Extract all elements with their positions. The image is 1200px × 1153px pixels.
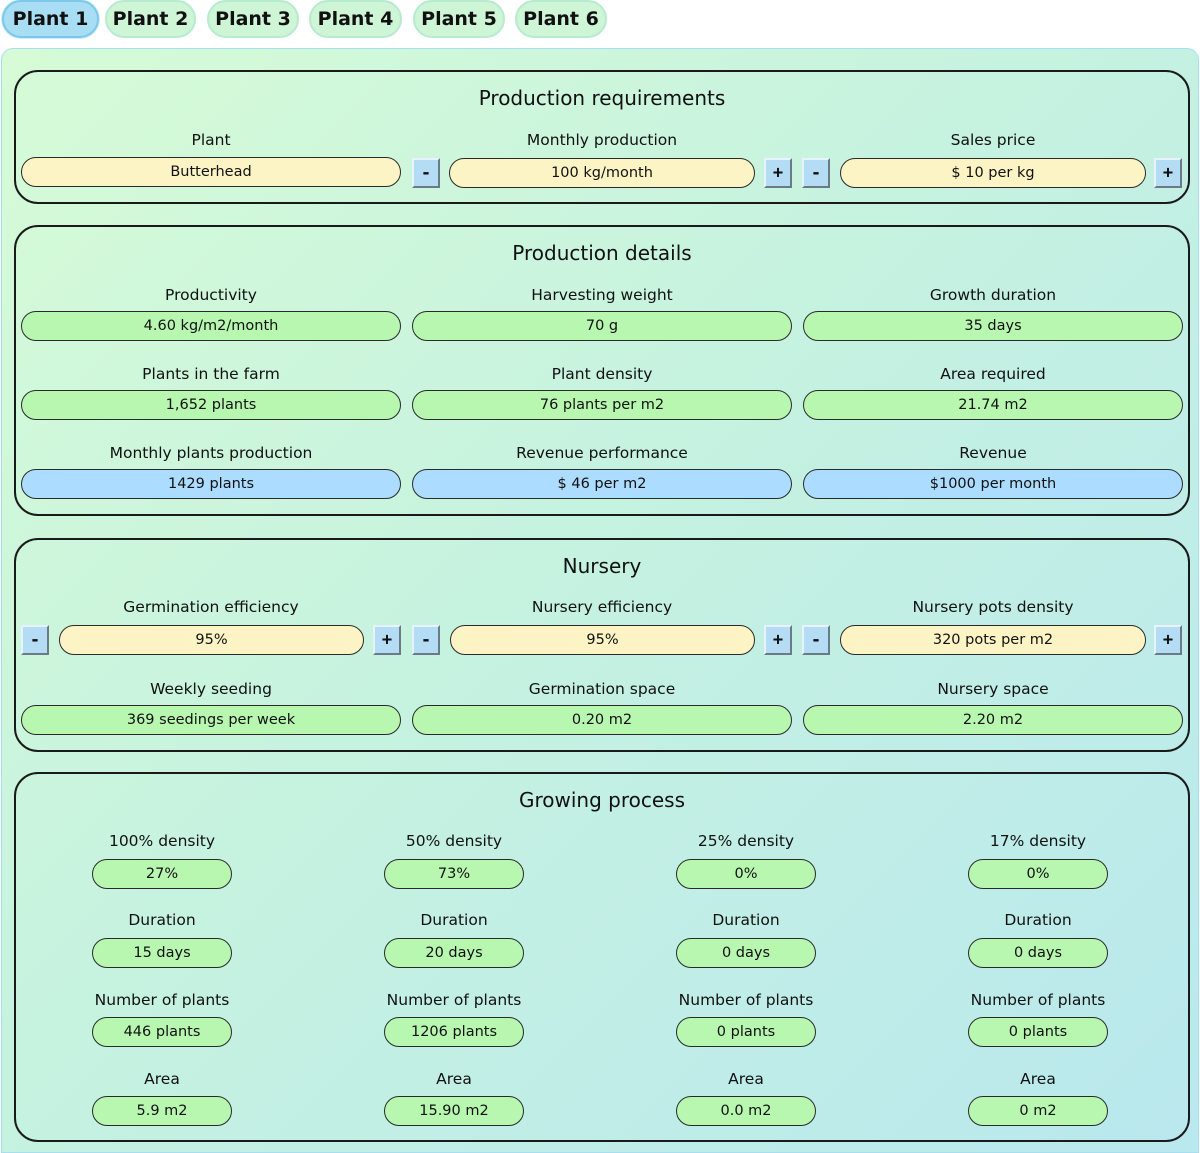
productivity-value: 4.60 kg/m2/month <box>21 311 401 341</box>
area-value: 0 m2 <box>968 1096 1108 1126</box>
plant-select[interactable]: Butterhead <box>21 157 401 187</box>
number-of-plants-label: Number of plants <box>386 991 522 1009</box>
germination-efficiency-label: Germination efficiency <box>123 598 299 616</box>
duration-value: 20 days <box>384 938 524 968</box>
number-of-plants-label: Number of plants <box>970 991 1106 1009</box>
tab-plant-4[interactable]: Plant 4 <box>309 0 402 38</box>
section-title: Production details <box>512 241 692 265</box>
harvesting-weight-value: 70 g <box>412 311 792 341</box>
growing-process-section: Growing process 100% density 27% Duratio… <box>14 772 1190 1142</box>
production-requirements-section: Production requirements Plant Butterhead… <box>14 70 1190 204</box>
duration-label: Duration <box>1004 911 1072 929</box>
tab-plant-5[interactable]: Plant 5 <box>413 0 505 38</box>
monthly-production-label: Monthly production <box>526 131 678 149</box>
area-label: Area <box>728 1070 764 1088</box>
weekly-seeding-label: Weekly seeding <box>150 680 272 698</box>
number-of-plants-value: 0 plants <box>676 1017 816 1047</box>
area-label: Area <box>144 1070 180 1088</box>
density-label: 100% density <box>108 832 216 850</box>
duration-label: Duration <box>712 911 780 929</box>
number-of-plants-value: 1206 plants <box>384 1017 524 1047</box>
plants-in-farm-value: 1,652 plants <box>21 390 401 420</box>
weekly-seeding-value: 369 seedings per week <box>21 705 401 735</box>
plant-label: Plant <box>191 131 231 149</box>
nursery-efficiency-label: Nursery efficiency <box>531 598 673 616</box>
number-of-plants-value: 446 plants <box>92 1017 232 1047</box>
revenue-label: Revenue <box>959 444 1027 462</box>
monthly-plants-value: 1429 plants <box>21 469 401 499</box>
nursery-pots-density-label: Nursery pots density <box>912 598 1074 616</box>
number-of-plants-label: Number of plants <box>94 991 230 1009</box>
revenue-value: $1000 per month <box>803 469 1183 499</box>
nursery-pots-density-field[interactable]: 320 pots per m2 <box>840 625 1146 655</box>
monthly-production-field[interactable]: 100 kg/month <box>449 158 755 188</box>
growth-duration-value: 35 days <box>803 311 1183 341</box>
nursery-efficiency-field[interactable]: 95% <box>450 625 755 655</box>
section-title: Growing process <box>518 788 685 812</box>
growth-duration-label: Growth duration <box>929 286 1057 304</box>
density-label: 17% density <box>989 832 1087 850</box>
production-details-section: Production details Productivity 4.60 kg/… <box>14 225 1190 516</box>
duration-value: 15 days <box>92 938 232 968</box>
sales-price-label: Sales price <box>950 131 1036 149</box>
pots-density-decrement-button[interactable]: - <box>802 625 830 655</box>
revenue-performance-label: Revenue performance <box>516 444 688 462</box>
area-label: Area <box>436 1070 472 1088</box>
productivity-label: Productivity <box>165 286 257 304</box>
nursery-efficiency-decrement-button[interactable]: - <box>412 625 440 655</box>
price-decrement-button[interactable]: - <box>802 158 830 188</box>
harvesting-weight-label: Harvesting weight <box>531 286 673 304</box>
density-label: 50% density <box>405 832 503 850</box>
duration-value: 0 days <box>676 938 816 968</box>
nursery-section: Nursery Germination efficiency - 95% + N… <box>14 538 1190 752</box>
monthly-plants-label: Monthly plants production <box>109 444 313 462</box>
germination-efficiency-field[interactable]: 95% <box>59 625 364 655</box>
area-required-value: 21.74 m2 <box>803 390 1183 420</box>
revenue-performance-value: $ 46 per m2 <box>412 469 792 499</box>
area-value: 0.0 m2 <box>676 1096 816 1126</box>
tab-plant-3[interactable]: Plant 3 <box>207 0 299 38</box>
nursery-space-value: 2.20 m2 <box>803 705 1183 735</box>
density-label: 25% density <box>697 832 795 850</box>
germination-space-value: 0.20 m2 <box>412 705 792 735</box>
area-value: 5.9 m2 <box>92 1096 232 1126</box>
section-title: Production requirements <box>478 86 726 110</box>
pots-density-increment-button[interactable]: + <box>1154 625 1182 655</box>
duration-value: 0 days <box>968 938 1108 968</box>
monthly-increment-button[interactable]: + <box>764 158 792 188</box>
nursery-space-label: Nursery space <box>937 680 1049 698</box>
section-title: Nursery <box>562 554 642 578</box>
density-value: 0% <box>968 859 1108 889</box>
density-value: 27% <box>92 859 232 889</box>
monthly-decrement-button[interactable]: - <box>412 158 440 188</box>
density-value: 73% <box>384 859 524 889</box>
duration-label: Duration <box>128 911 196 929</box>
density-value: 0% <box>676 859 816 889</box>
sales-price-field[interactable]: $ 10 per kg <box>840 158 1146 188</box>
price-increment-button[interactable]: + <box>1154 158 1182 188</box>
area-required-label: Area required <box>940 365 1046 383</box>
plants-in-farm-label: Plants in the farm <box>142 365 280 383</box>
duration-label: Duration <box>420 911 488 929</box>
nursery-efficiency-increment-button[interactable]: + <box>764 625 792 655</box>
plant-density-value: 76 plants per m2 <box>412 390 792 420</box>
plant-density-label: Plant density <box>551 365 653 383</box>
number-of-plants-label: Number of plants <box>678 991 814 1009</box>
number-of-plants-value: 0 plants <box>968 1017 1108 1047</box>
area-label: Area <box>1020 1070 1056 1088</box>
plant-panel: Production requirements Plant Butterhead… <box>1 48 1199 1153</box>
tab-plant-2[interactable]: Plant 2 <box>105 0 196 38</box>
germination-space-label: Germination space <box>528 680 676 698</box>
area-value: 15.90 m2 <box>384 1096 524 1126</box>
tab-plant-6[interactable]: Plant 6 <box>515 0 607 38</box>
germination-increment-button[interactable]: + <box>373 625 401 655</box>
tab-plant-1[interactable]: Plant 1 <box>2 0 99 38</box>
germination-decrement-button[interactable]: - <box>21 625 49 655</box>
